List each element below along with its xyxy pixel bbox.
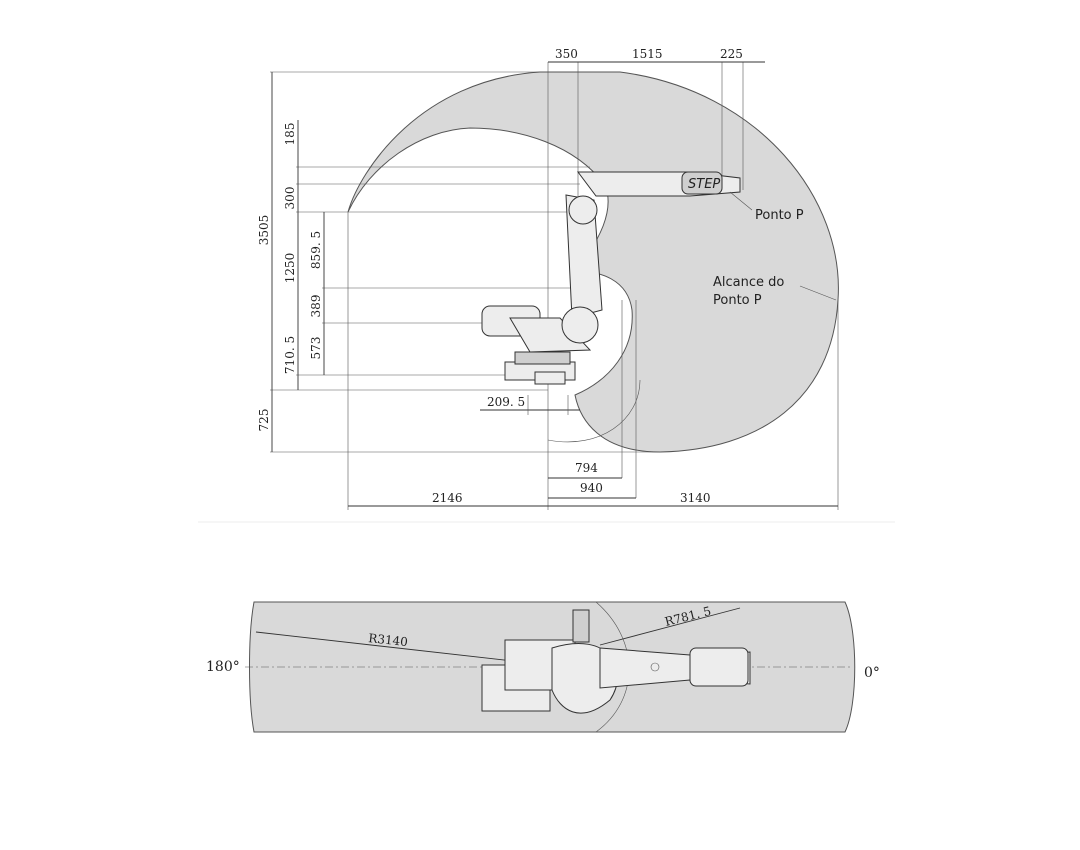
leader-line [799,285,837,301]
dim-794: 794 [575,461,598,475]
dim-940: 940 [580,481,603,495]
robot-shoulder [509,317,592,353]
top-view: R3140 R781. 5 180° 0° [206,601,880,733]
label-reach-line2: Ponto P [713,293,762,308]
label-reach-line1: Alcance do [713,275,784,290]
brand-logo: STEP [688,177,720,192]
dim-225: 225 [720,47,743,61]
label-point-p: Ponto P [755,208,804,223]
shoulder-joint [561,306,599,344]
side-view: 350 1515 225 3505 725 185 300 1250 710. … [257,47,839,510]
dim-3140: 3140 [680,491,711,505]
leader-line [729,191,753,211]
arm-bolt [650,662,660,672]
radius-leader-inner [599,607,741,646]
elbow-joint [568,195,598,225]
dim-1250: 1250 [283,253,297,284]
dim-3505: 3505 [257,215,271,246]
dim-185: 185 [283,123,297,146]
dim-389: 389 [309,295,323,318]
dim-350: 350 [555,47,578,61]
angle-0: 0° [864,665,880,681]
robot-turret [514,351,571,365]
dim-209-5: 209. 5 [487,395,525,409]
dim-1515: 1515 [632,47,663,61]
base-foot [534,371,566,385]
robot-wrist [681,171,723,195]
radius-leader-outer [255,631,549,666]
top-motor [572,609,590,643]
dim-859-5: 859. 5 [309,231,323,269]
dim-300: 300 [283,187,297,210]
angle-180: 180° [206,659,240,675]
dim-710-5: 710. 5 [283,336,297,374]
dim-573: 573 [309,337,323,360]
top-wrist [689,647,749,687]
radius-outer: R3140 [368,631,409,649]
dim-2146: 2146 [432,491,463,505]
inner-arc [547,379,641,443]
dim-725: 725 [257,409,271,432]
